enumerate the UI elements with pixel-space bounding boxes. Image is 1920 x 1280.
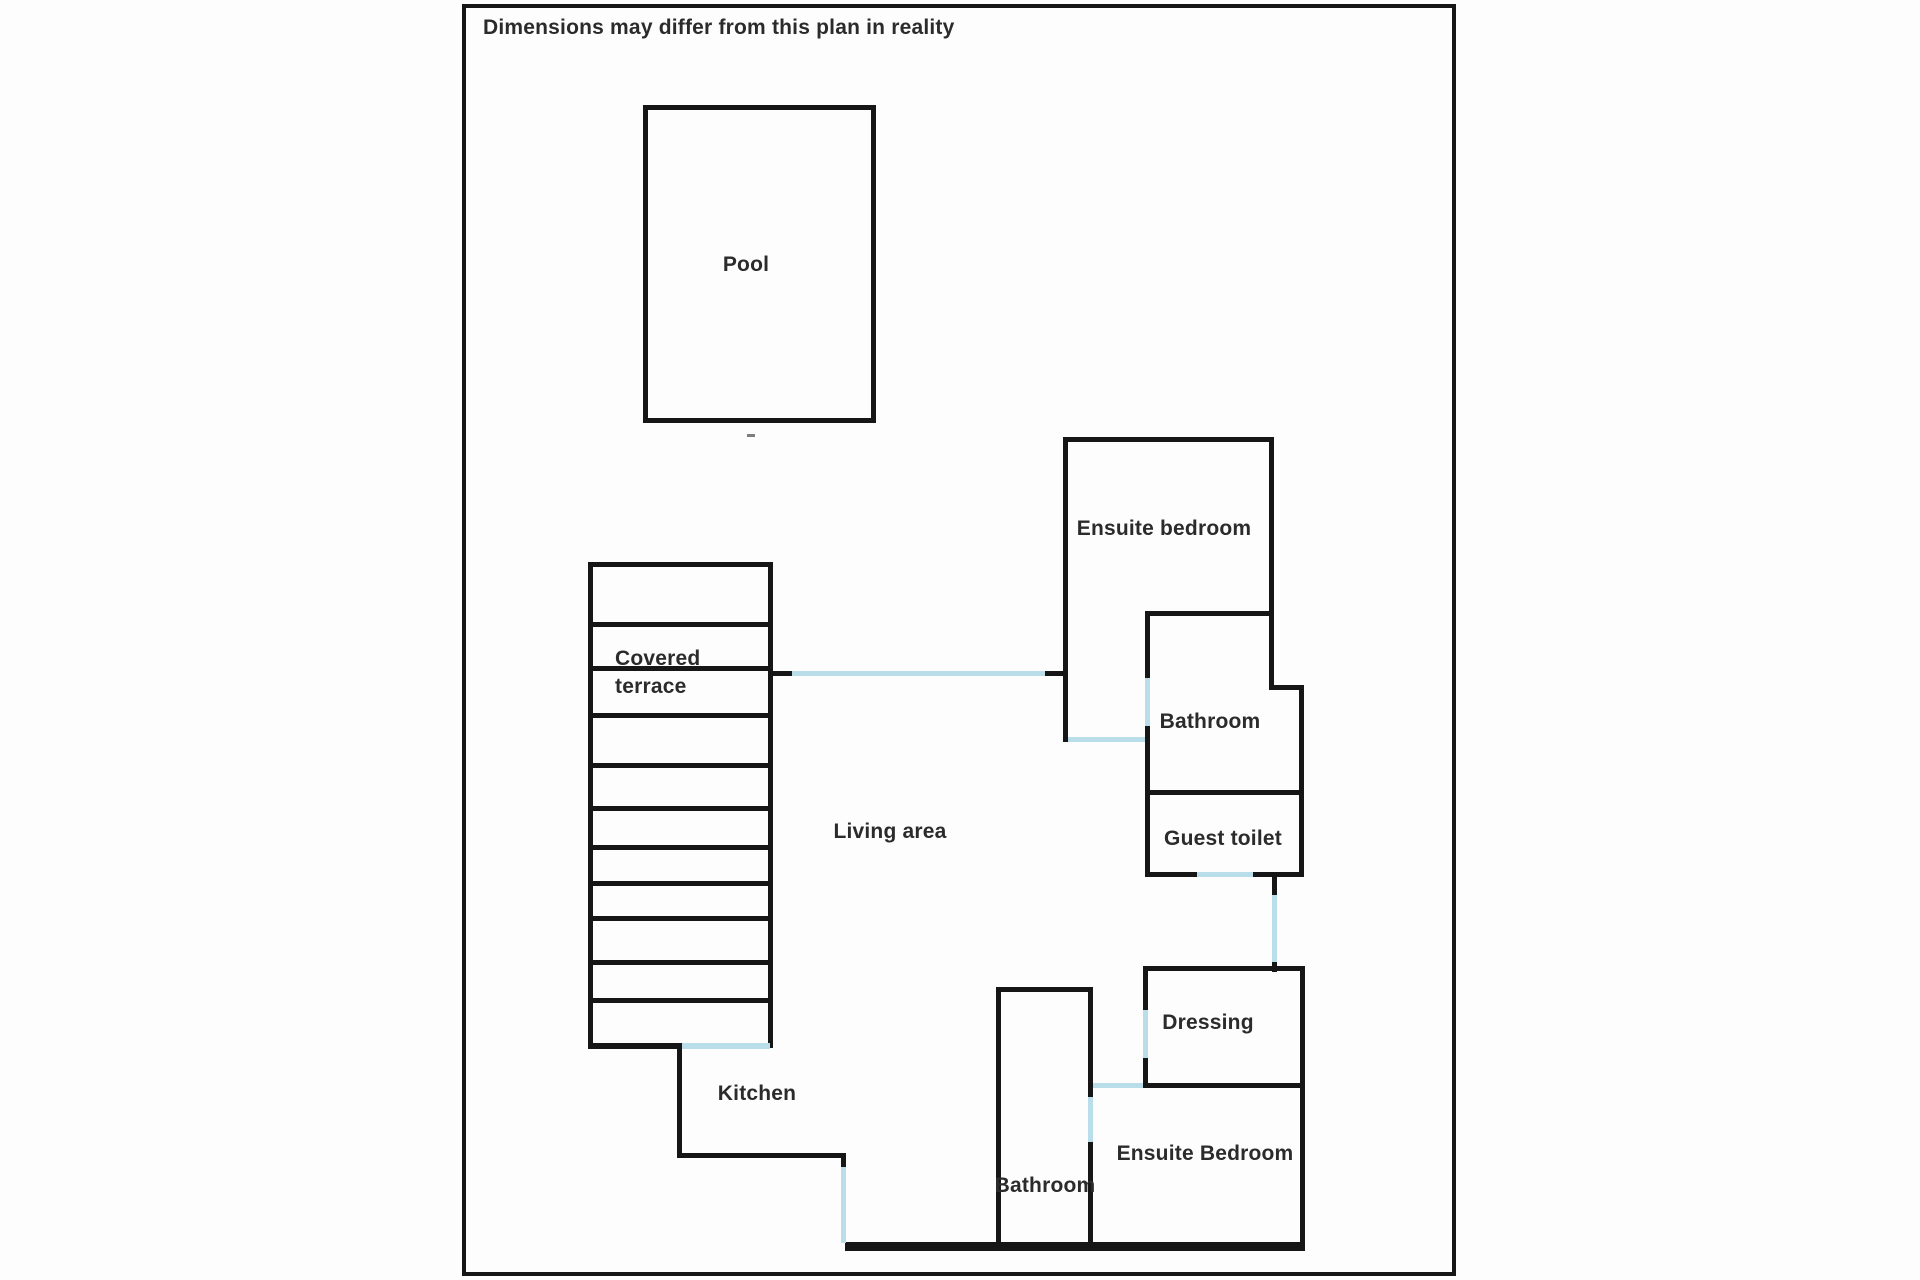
dressing-wall-left-lower (1143, 1058, 1148, 1085)
bathroom-top-door-opening (1145, 678, 1150, 726)
ensuite-top-door-opening (1068, 737, 1145, 742)
terrace-slat (588, 916, 773, 921)
plan-border (462, 4, 1456, 1276)
terrace-slat (588, 881, 773, 886)
covered-terrace-label-1: Covered (615, 647, 701, 670)
dressing-ensuite-wall-right (1300, 966, 1305, 1248)
bathroom-top-wall-left-upper (1145, 611, 1150, 678)
terrace-slat (588, 960, 773, 965)
dressing-wall-top (1143, 966, 1305, 971)
terrace-slat (588, 806, 773, 811)
kitchen-door-opening (841, 1167, 846, 1243)
terrace-bottom-opening (682, 1043, 770, 1049)
ensuite-top-wall-top (1063, 437, 1274, 442)
bathroom-top-wall-right (1299, 685, 1304, 877)
kitchen-wall-stub (841, 1153, 846, 1167)
covered-terrace-outline (588, 562, 773, 1048)
bathroom-top-wall-jog (1269, 685, 1304, 690)
corridor-wall-cap-right (1045, 671, 1068, 676)
bathroom-bottom-wall-left (996, 987, 1001, 1248)
kitchen-label: Kitchen (717, 1082, 797, 1105)
terrace-bottom-wall (588, 1043, 682, 1049)
bathroom-bottom-wall-right-lower (1088, 1142, 1093, 1248)
kitchen-wall-bottom (677, 1153, 845, 1158)
living-area-label: Living area (833, 820, 947, 843)
terrace-slat (588, 622, 773, 627)
connector-wall-upper (1272, 877, 1277, 895)
bathroom-guest-toilet-divider (1145, 790, 1304, 795)
bathroom-bottom-wall-right-upper (1088, 987, 1093, 1097)
ensuite-bottom-door-opening (1091, 1083, 1143, 1088)
bathroom-top-wall-left-lower (1145, 726, 1150, 877)
dressing-wall-bottom (1143, 1083, 1305, 1088)
guest-toilet-bottom-opening (1197, 872, 1253, 877)
connector-opening (1272, 895, 1277, 962)
pool-outline (643, 105, 876, 423)
ensuite-top-wall-left (1063, 437, 1068, 742)
guest-toilet-bottom-wall-left (1145, 872, 1197, 877)
bathroom-bottom-label: Bathroom (994, 1174, 1096, 1197)
bathroom-bottom-door-opening (1088, 1097, 1093, 1142)
ensuite-bedroom-top-label: Ensuite bedroom (1076, 517, 1252, 540)
kitchen-wall-left (677, 1046, 682, 1158)
terrace-slat (588, 763, 773, 768)
bathroom-top-wall-top (1145, 611, 1274, 616)
small-mark (747, 434, 755, 437)
dressing-label: Dressing (1162, 1011, 1254, 1034)
terrace-slat (588, 845, 773, 850)
dressing-door-opening (1143, 1010, 1148, 1058)
corridor-wall-cap-left (770, 671, 792, 676)
covered-terrace-label-2: terrace (615, 675, 687, 698)
bathroom-bottom-wall-top (996, 987, 1093, 992)
guest-toilet-label: Guest toilet (1164, 827, 1282, 850)
dressing-wall-left-upper (1143, 966, 1148, 1010)
ensuite-top-wall-right (1269, 437, 1274, 690)
corridor-opening (792, 671, 1045, 676)
terrace-slat (588, 713, 773, 718)
guest-toilet-bottom-wall-right (1253, 872, 1304, 877)
bathroom-top-label: Bathroom (1159, 710, 1261, 733)
ensuite-bedroom-bottom-label: Ensuite Bedroom (1116, 1142, 1294, 1165)
terrace-slat (588, 666, 773, 671)
disclaimer-text: Dimensions may differ from this plan in … (483, 16, 955, 39)
pool-label: Pool (722, 253, 770, 276)
ensuite-bottom-wall-bottom (845, 1242, 1305, 1251)
terrace-slat (588, 998, 773, 1003)
